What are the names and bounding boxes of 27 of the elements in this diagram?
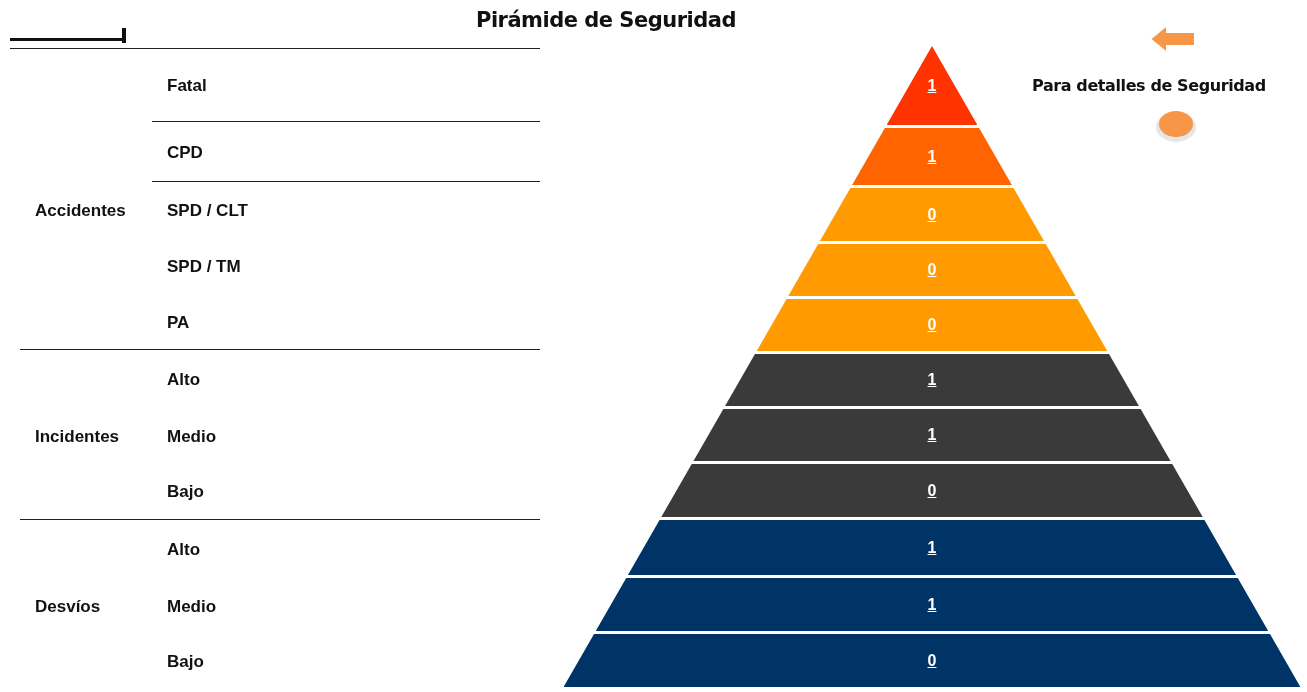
row-label: Bajo	[167, 482, 204, 502]
row-label: Alto	[167, 540, 201, 560]
count-value: 0	[927, 316, 937, 334]
row-label: Fatal	[167, 76, 207, 96]
count-value: 1	[927, 538, 937, 557]
count-value: 1	[927, 147, 937, 166]
category-label: Incidentes	[35, 427, 120, 447]
row-label: Medio	[167, 597, 217, 617]
count-value: 1	[927, 426, 937, 444]
note-text: Para detalles de Seguridad	[1032, 76, 1266, 95]
row-label: CPD	[167, 143, 203, 163]
row-label: Medio	[167, 427, 217, 447]
count-value: 1	[927, 371, 937, 389]
row-label: SPD / CLT	[167, 201, 248, 221]
category-label: Desvíos	[35, 597, 101, 617]
title: Pirámide de Seguridad	[476, 8, 736, 32]
count-value: 1	[927, 595, 937, 614]
category-label: Accidentes	[35, 201, 126, 221]
count-value: 1	[927, 76, 937, 95]
row-label: SPD / TM	[167, 257, 241, 277]
count-value: 0	[927, 651, 937, 670]
count-value: 0	[927, 481, 937, 500]
count-value: 0	[927, 261, 937, 279]
row-label: Alto	[167, 370, 201, 390]
row-label: PA	[167, 313, 190, 333]
row-label: Bajo	[167, 652, 204, 672]
count-value: 0	[927, 205, 937, 224]
